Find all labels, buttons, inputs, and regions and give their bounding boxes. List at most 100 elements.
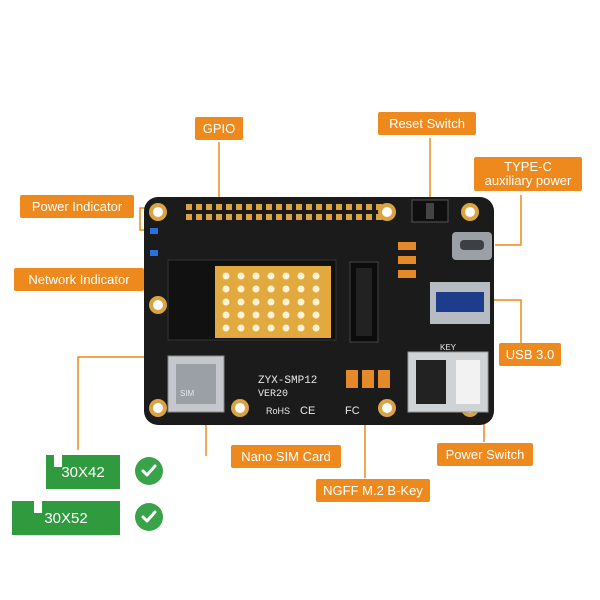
power-led (150, 228, 158, 234)
callout-typec: TYPE-C auxiliary power (474, 157, 582, 191)
gold-pad-dot (312, 272, 320, 280)
m2-ssd-icon-30x52: 30X52 (12, 501, 120, 535)
gold-pad-dot (252, 311, 260, 319)
gold-pad-dot (237, 285, 245, 293)
gold-pad-dot (297, 324, 305, 332)
gold-pad-dot (297, 285, 305, 293)
gpio-pin (336, 204, 342, 210)
gold-pad-dot (222, 298, 230, 306)
gpio-pin (376, 204, 382, 210)
ssd-size-label: 30X52 (44, 509, 88, 527)
callout-ngff-text: NGFF M.2 B-Key (323, 483, 423, 498)
gold-pad-dot (267, 311, 275, 319)
callout-typec-line2: auxiliary power (484, 173, 572, 188)
gpio-pin (356, 214, 362, 220)
gold-pad-dot (222, 272, 230, 280)
callout-power-indicator-text: Power Indicator (31, 199, 123, 214)
gold-pad-dot (312, 324, 320, 332)
leader-typec (495, 195, 522, 246)
gold-pad-dot (252, 298, 260, 306)
ssd-notch (34, 501, 42, 513)
gold-pad-dot (282, 285, 290, 293)
gpio-pin (336, 214, 342, 220)
gpio-pin (376, 214, 382, 220)
callout-power-switch: Power Switch (437, 443, 533, 466)
gpio-pin (206, 204, 212, 210)
callout-reset-text: Reset Switch (389, 116, 465, 131)
callout-gpio-text: GPIO (202, 121, 236, 136)
callout-power-switch-text: Power Switch (445, 447, 525, 462)
gpio-pin (206, 214, 212, 220)
gpio-pin (346, 204, 352, 210)
gpio-pin (276, 204, 282, 210)
callout-usb3: USB 3.0 (499, 343, 561, 366)
ce-mark: CE (300, 405, 315, 417)
gpio-pin (306, 204, 312, 210)
gpio-pin (246, 204, 252, 210)
callout-nano-sim-text: Nano SIM Card (241, 449, 331, 464)
check-icon (135, 503, 163, 531)
callout-ngff: NGFF M.2 B-Key (316, 479, 430, 502)
gold-pad-dot (282, 298, 290, 306)
gold-pad-dot (282, 311, 290, 319)
callout-power-indicator: Power Indicator (20, 195, 134, 218)
gold-pad-dot (252, 324, 260, 332)
gold-pad-dot (237, 298, 245, 306)
gpio-pin (196, 214, 202, 220)
gold-pad-dot (237, 311, 245, 319)
gpio-pin (296, 204, 302, 210)
gpio-pin (296, 214, 302, 220)
gold-pad-dot (297, 311, 305, 319)
gold-pad-dot (267, 298, 275, 306)
fcc-mark: FC (345, 405, 360, 417)
gpio-pin (236, 204, 242, 210)
check-icon (135, 457, 163, 485)
gold-pad-dot (222, 285, 230, 293)
callout-network-indicator-text: Network Indicator (28, 272, 130, 287)
gpio-pin (246, 214, 252, 220)
gold-pad-dot (297, 298, 305, 306)
callout-typec-line1: TYPE-C (504, 159, 552, 174)
gpio-pin (266, 214, 272, 220)
gold-pad-dots (222, 272, 320, 332)
gold-pad-dot (282, 272, 290, 280)
gpio-pin (346, 214, 352, 220)
m2-slot-inner (356, 268, 372, 336)
gpio-pin (256, 214, 262, 220)
gpio-pin (226, 204, 232, 210)
gpio-pin (306, 214, 312, 220)
callout-gpio: GPIO (195, 117, 243, 140)
gold-pad-dot (297, 272, 305, 280)
ssd-notch (54, 455, 62, 467)
gold-pad-dot (252, 272, 260, 280)
gpio-pin (366, 214, 372, 220)
gold-pad-dot (312, 298, 320, 306)
gpio-pin (326, 214, 332, 220)
capacitors (346, 242, 416, 388)
gpio-pin (316, 214, 322, 220)
callout-usb3-text: USB 3.0 (505, 347, 555, 362)
gpio-pin (356, 204, 362, 210)
board-version-text: VER20 (258, 389, 288, 400)
network-led (150, 250, 158, 256)
gpio-pin (226, 214, 232, 220)
callout-network-indicator: Network Indicator (14, 268, 144, 291)
gpio-pin (216, 204, 222, 210)
gpio-pin (276, 214, 282, 220)
callout-nano-sim: Nano SIM Card (231, 445, 341, 468)
gold-pad-dot (237, 324, 245, 332)
gold-pad-dot (312, 285, 320, 293)
gpio-pin (286, 204, 292, 210)
gpio-pin (186, 214, 192, 220)
gpio-pin (266, 204, 272, 210)
gold-pad-dot (237, 272, 245, 280)
gold-pad-dot (222, 324, 230, 332)
gpio-pin (326, 204, 332, 210)
ssd-size-label: 30X42 (61, 463, 105, 481)
key-label: KEY (440, 343, 457, 352)
gpio-pin (256, 204, 262, 210)
gpio-pin (286, 214, 292, 220)
gpio-pin (316, 204, 322, 210)
